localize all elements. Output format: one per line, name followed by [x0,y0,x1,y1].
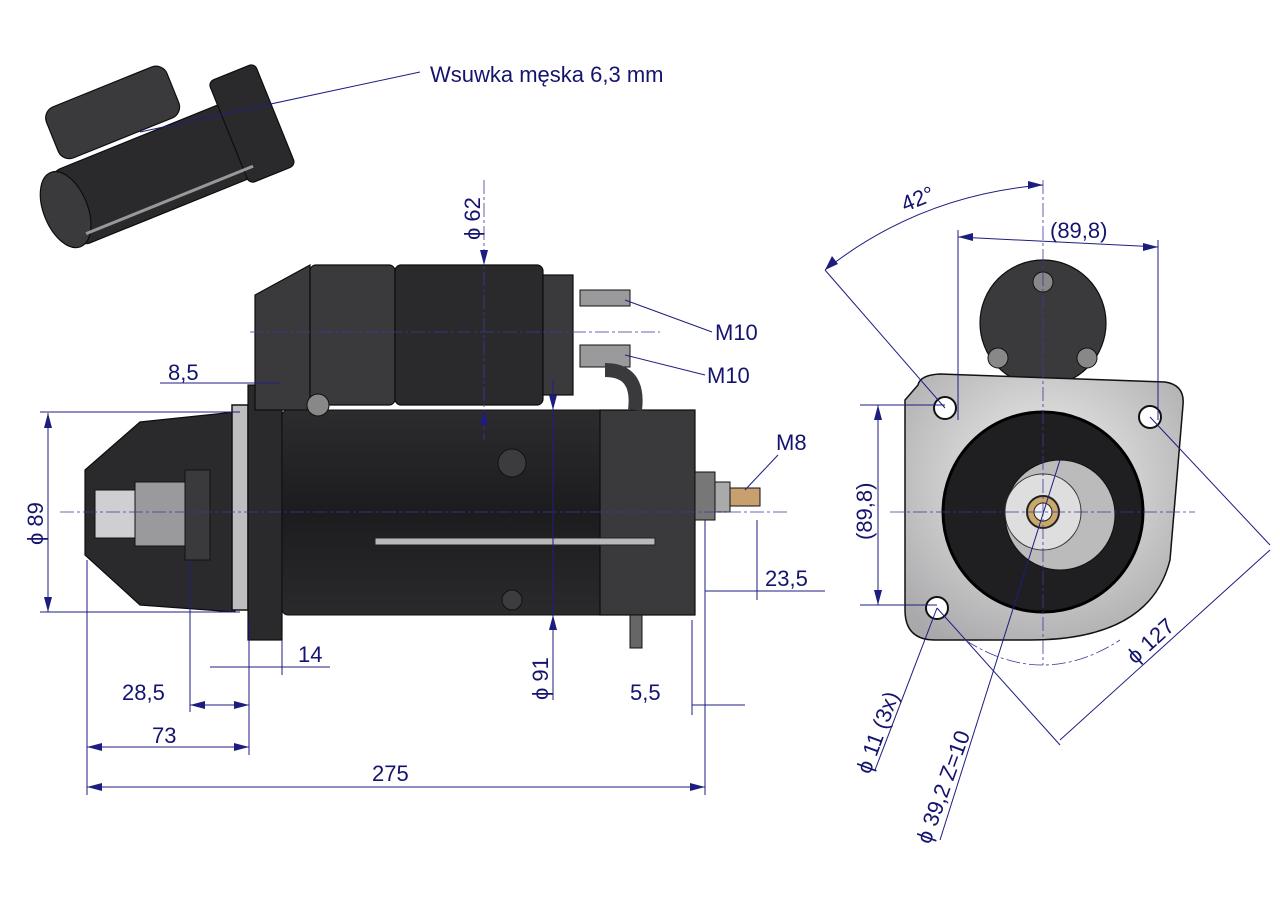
dim-28-5: 28,5 [122,680,165,705]
dim-89-8-left: (89,8) [852,483,877,540]
dim-5-5: 5,5 [630,680,661,705]
dia-127: ϕ 127 [1122,613,1180,668]
m8-label: M8 [776,430,807,455]
dim-89-8-top: (89,8) [1050,218,1107,243]
dia-91: ϕ 91 [528,657,553,700]
m10-upper-label: M10 [715,320,758,345]
terminal-leader-line [139,71,421,133]
dia-62: ϕ 62 [460,197,485,240]
front-view [824,180,1271,841]
dia-11-3x: ϕ 11 (3x) [851,688,904,777]
dia-89: ϕ 89 [23,502,48,545]
angle-42: 42° [898,181,938,217]
dim-8-5: 8,5 [168,360,199,385]
isometric-view [39,64,421,249]
m10-lower-label: M10 [707,363,750,388]
dim-14: 14 [298,642,322,667]
terminal-callout: Wsuwka męska 6,3 mm [430,62,664,87]
dim-275: 275 [372,761,409,786]
dim-73: 73 [152,723,176,748]
dim-23-5: 23,5 [765,566,808,591]
side-view [40,180,825,795]
